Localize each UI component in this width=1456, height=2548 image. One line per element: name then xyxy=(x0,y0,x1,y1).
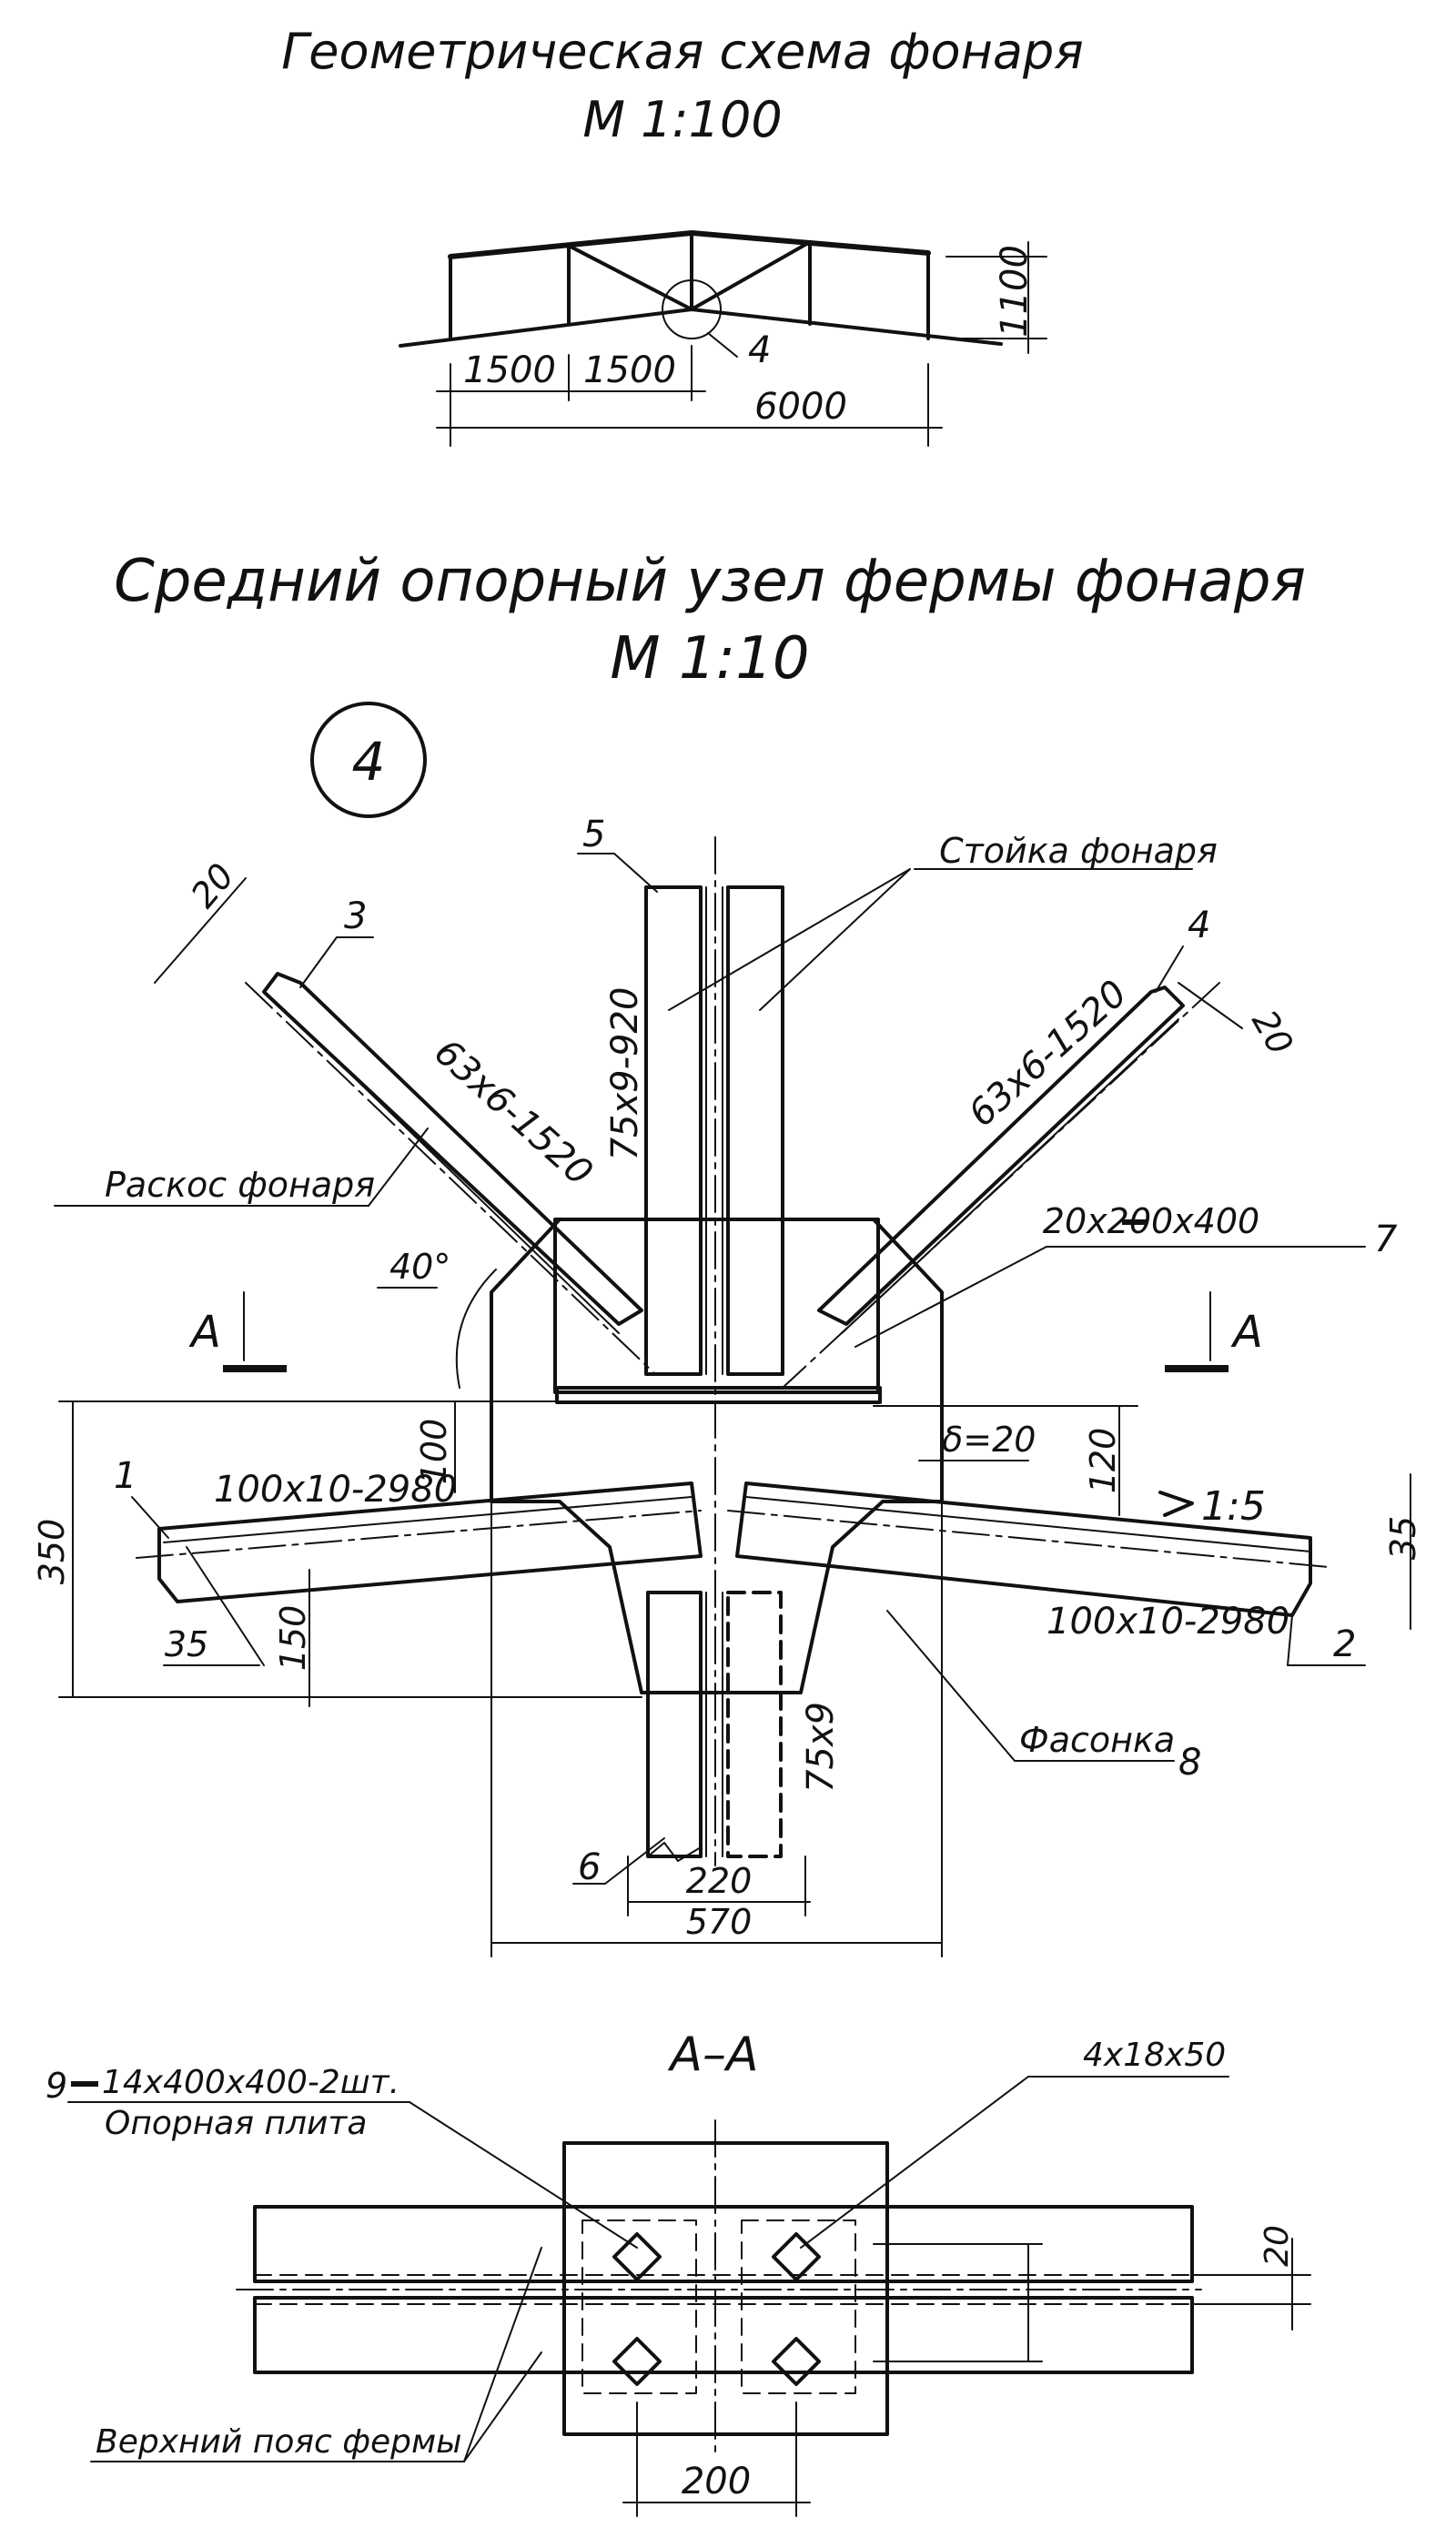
dim-delta: δ=20 xyxy=(942,1420,1036,1460)
scheme-dim-total: 6000 xyxy=(754,386,847,428)
dim-150: 150 xyxy=(273,1605,313,1672)
node-scale: М 1:10 xyxy=(610,625,809,693)
section-dim-20: 20 xyxy=(1259,2225,1296,2267)
dim-slope: 1:5 xyxy=(1201,1483,1266,1530)
node-labels: Стойка фонаря 5 Раскос фонаря 3 4 20x200… xyxy=(54,814,1398,1888)
dim-570: 570 xyxy=(686,1902,753,1942)
node-detail: Средний опорный узел фермы фонаря М 1:10… xyxy=(32,548,1423,1957)
section-part-9: 9 xyxy=(46,2066,67,2106)
part-3: 3 xyxy=(344,895,367,937)
node-callout-number: 4 xyxy=(352,731,386,793)
part-7: 7 xyxy=(1374,1218,1398,1260)
support-plate-7 xyxy=(553,1218,880,1394)
profile-brace-right: 63x6-1520 xyxy=(961,973,1135,1136)
brace-left xyxy=(245,972,656,1375)
node-title: Средний опорный узел фермы фонаря xyxy=(114,548,1306,615)
scheme-dim-1: 1500 xyxy=(463,349,556,391)
bolt-holes xyxy=(581,2219,856,2394)
chord-left xyxy=(136,1481,703,1603)
part-6: 6 xyxy=(578,1846,601,1888)
part-5: 5 xyxy=(582,814,605,855)
label-post: Стойка фонаря xyxy=(939,831,1218,871)
dim-angle: 40° xyxy=(389,1247,450,1287)
section-chord-label: Верхний пояс фермы xyxy=(96,2423,462,2461)
dim-35-right: 35 xyxy=(1383,1516,1423,1560)
brace-right xyxy=(782,982,1220,1389)
scheme-title: Геометрическая схема фонаря xyxy=(281,23,1084,80)
label-gusset: Фасонка xyxy=(1019,1720,1175,1760)
section-dim-200: 200 xyxy=(682,2461,751,2502)
support-plate xyxy=(562,2141,889,2436)
geometric-scheme: Геометрическая схема фонаря М 1:100 4 xyxy=(281,23,1084,447)
post-bottom xyxy=(646,1591,783,1862)
part-8: 8 xyxy=(1178,1742,1201,1784)
dim-100: 100 xyxy=(414,1419,454,1485)
part-2: 2 xyxy=(1333,1623,1356,1665)
gusset-plate xyxy=(490,1218,944,1694)
dim-350: 350 xyxy=(32,1519,72,1585)
scheme-truss: 4 1100 1500 1500 6000 xyxy=(399,230,1047,447)
section-mark-left: А xyxy=(188,1307,221,1358)
dim-20-right: 20 xyxy=(1244,1004,1300,1062)
scheme-callout: 4 xyxy=(748,329,771,371)
dim-35-left: 35 xyxy=(165,1624,208,1664)
scheme-dim-height: 1100 xyxy=(994,245,1036,338)
profile-chord-right: 100x10-2980 xyxy=(1046,1601,1289,1643)
dim-20-left: 20 xyxy=(183,855,242,915)
section-title: А–А xyxy=(667,2027,758,2082)
section-mark-right: А xyxy=(1230,1307,1263,1358)
section-plate-name: Опорная плита xyxy=(105,2105,367,2142)
part-7-spec: 20x200x400 xyxy=(1043,1201,1259,1241)
profile-chord-left: 100x10-2980 xyxy=(214,1469,457,1511)
scheme-dim-2: 1500 xyxy=(583,349,676,391)
label-brace: Раскос фонаря xyxy=(105,1165,375,1205)
section-holes: 4x18x50 xyxy=(1083,2037,1226,2074)
part-1: 1 xyxy=(114,1455,136,1497)
section-plate-spec: 14x400x400-2шт. xyxy=(102,2064,399,2101)
post-top xyxy=(644,885,784,1376)
node-callout-circle xyxy=(310,702,427,818)
dim-120: 120 xyxy=(1083,1428,1123,1494)
part-4: 4 xyxy=(1188,905,1210,946)
dim-220: 220 xyxy=(686,1861,753,1901)
section-aa: А–А 9 14x400x400-2шт. Опорная плита 4x18… xyxy=(46,2027,1311,2517)
profile-post-bottom: 75x9 xyxy=(800,1702,842,1793)
chord-right xyxy=(727,1481,1330,1617)
profile-post-top: 75x9-920 xyxy=(604,987,646,1161)
scheme-scale: М 1:100 xyxy=(582,91,782,148)
